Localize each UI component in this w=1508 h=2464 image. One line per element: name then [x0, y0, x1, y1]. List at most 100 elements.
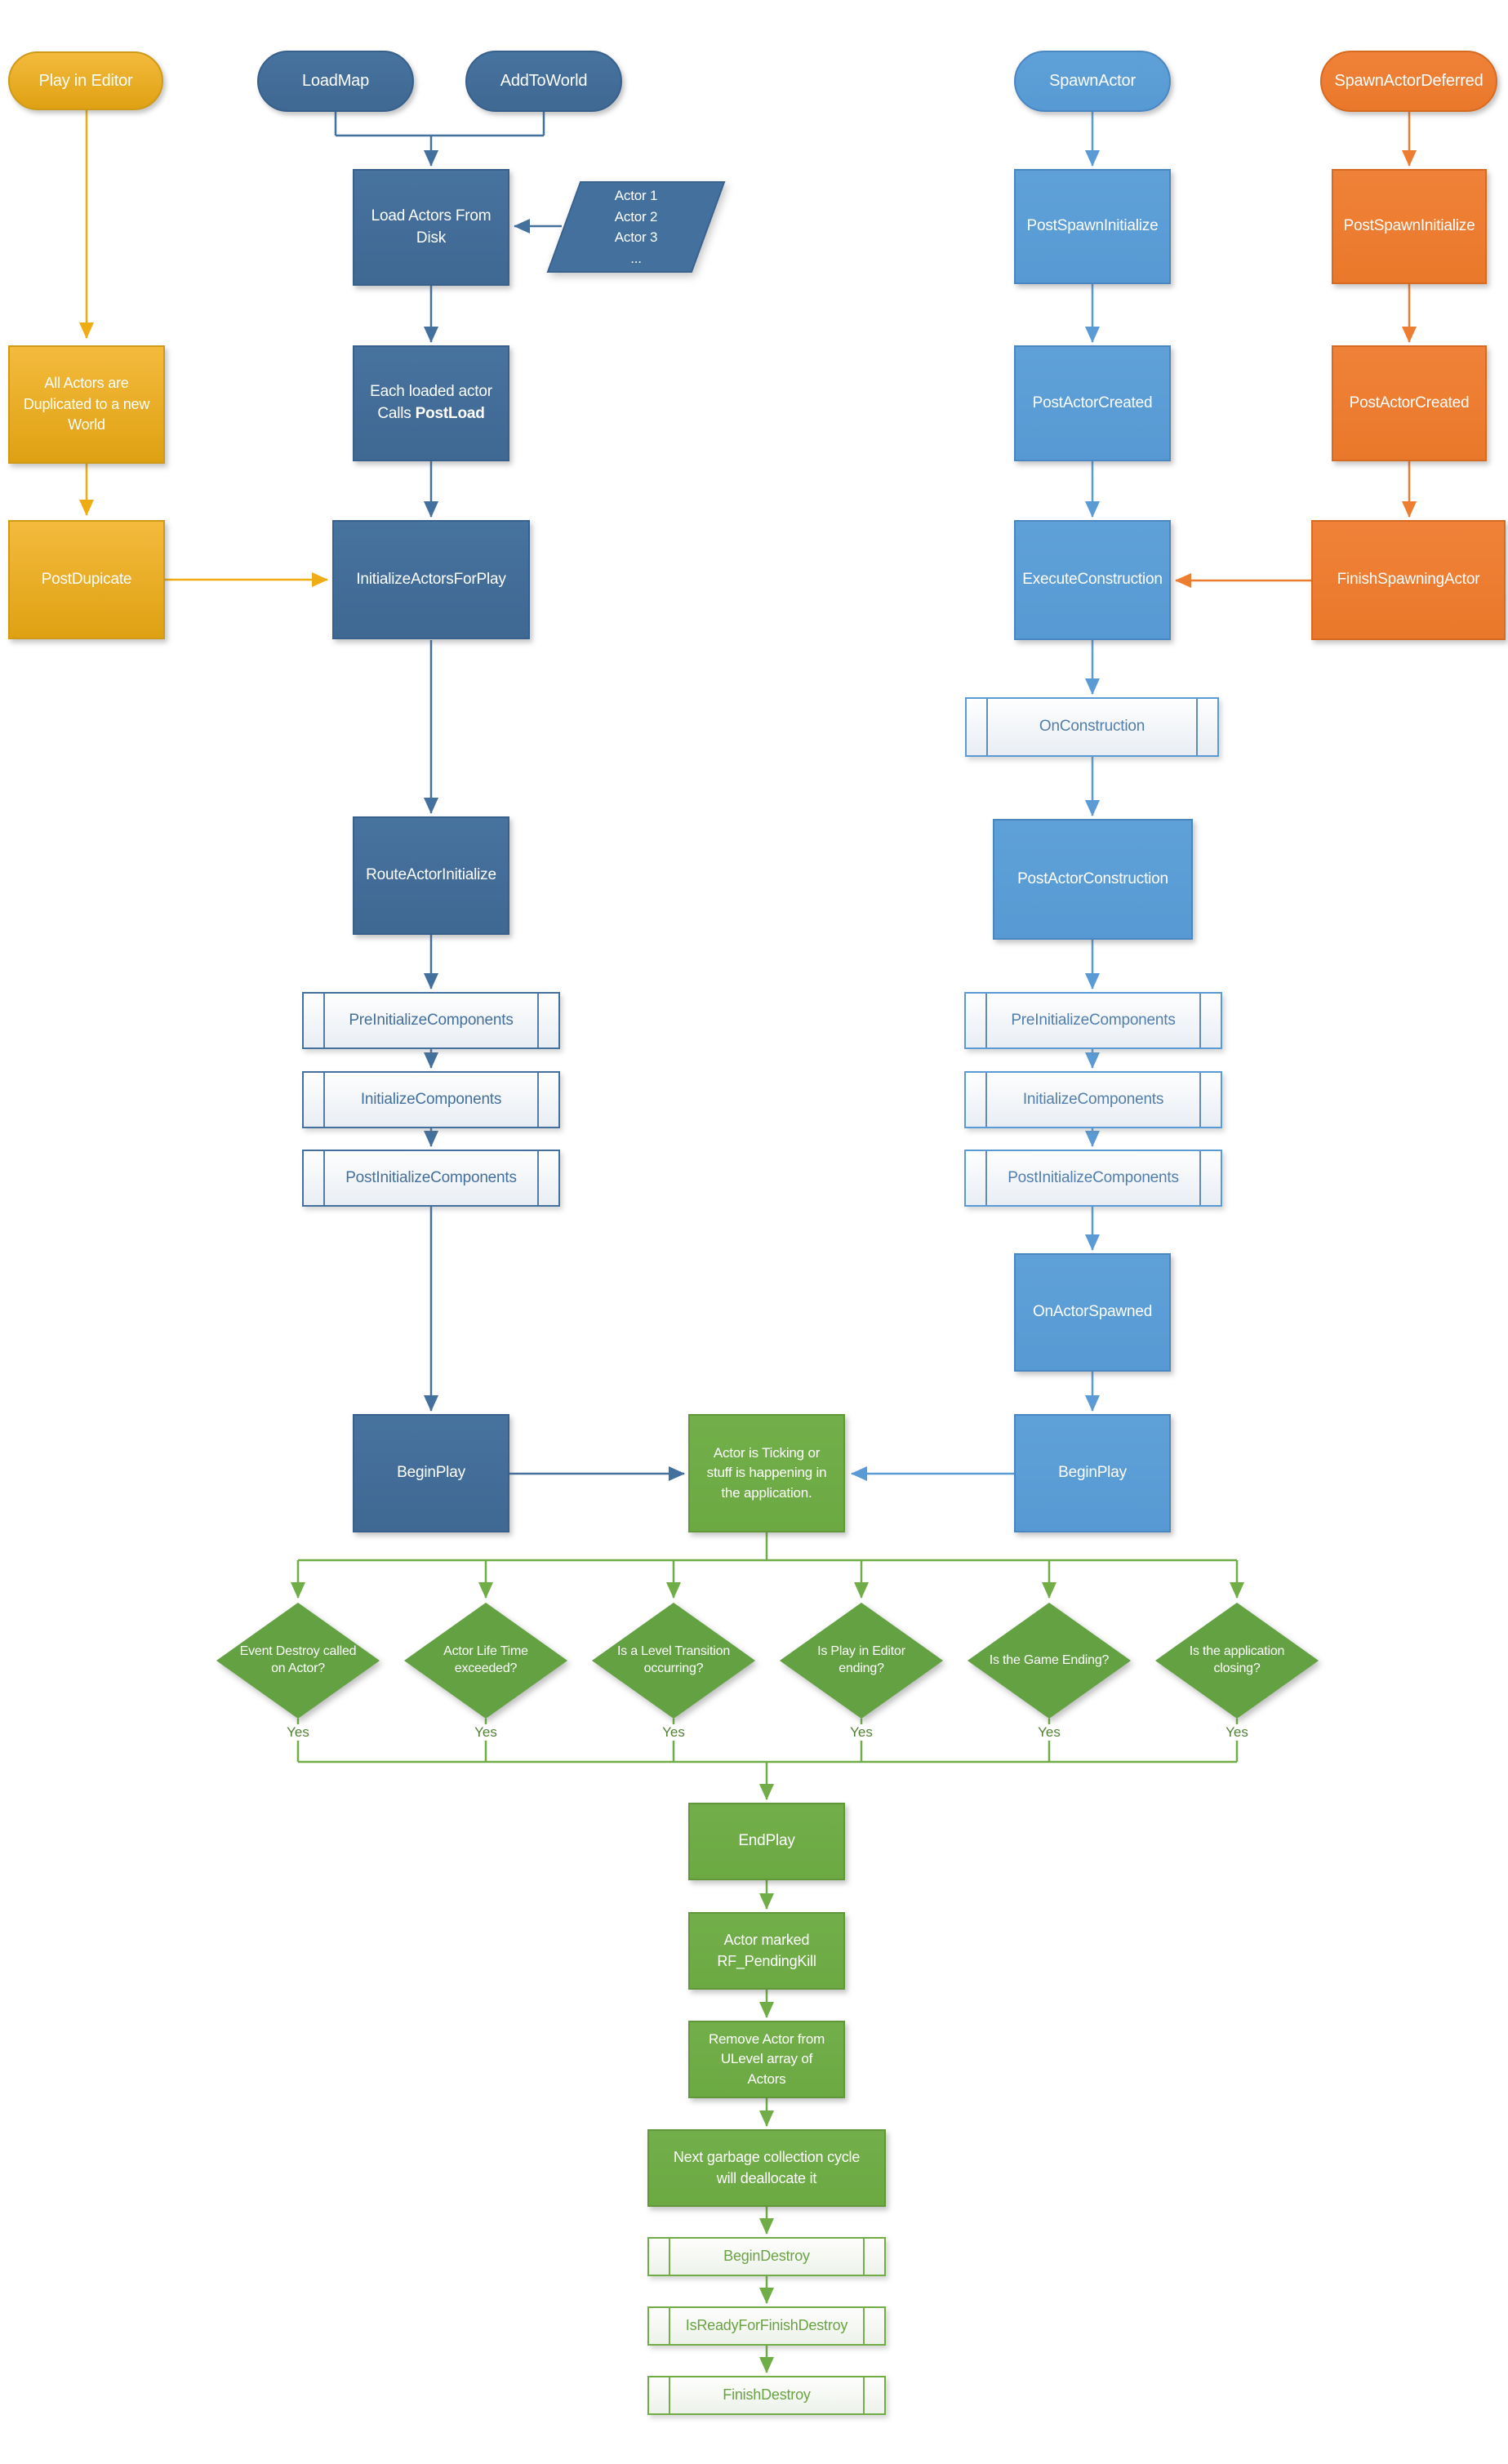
garbage-collection-label: Next garbage collection cycle will deall… [673, 2148, 861, 2186]
decision-pie-ending-label: Is Play in Editor ending? [817, 1644, 905, 1675]
remove-actor-from-ulevel-label: Remove Actor from ULevel array of Actors [708, 2031, 825, 2087]
begin-destroy-label: BeginDestroy [723, 2248, 810, 2265]
pre-initialize-components-left-label: PreInitializeComponents [349, 1011, 514, 1029]
garbage-collection-box: Next garbage collection cycle will deall… [647, 2129, 886, 2207]
play-in-editor-label: Play in Editor [38, 71, 133, 90]
post-initialize-components-left-label: PostInitializeComponents [345, 1168, 517, 1186]
each-loaded-actor-box: Each loaded actor Calls PostLoad [353, 345, 509, 461]
each-loaded-actor-line2: Calls PostLoad [377, 403, 484, 425]
actor-list-line: Actor 2 [614, 208, 658, 225]
post-initialize-components-right-subroutine: PostInitializeComponents [964, 1150, 1222, 1207]
post-initialize-components-right-label: PostInitializeComponents [1008, 1168, 1179, 1186]
pre-initialize-components-left-subroutine: PreInitializeComponents [302, 992, 560, 1049]
post-spawn-initialize-orange-box: PostSpawnInitialize [1332, 169, 1487, 284]
post-actor-created-blue-label: PostActorCreated [1032, 394, 1153, 411]
is-ready-for-finish-destroy-subroutine: IsReadyForFinishDestroy [647, 2306, 886, 2346]
pre-initialize-components-right-label: PreInitializeComponents [1011, 1011, 1176, 1029]
post-dupicate-label: PostDupicate [41, 570, 132, 588]
actor-list-parallelogram: Actor 1 Actor 2 Actor 3 ... [545, 181, 727, 273]
decision-life-time-exceeded: Actor Life Time exceeded? [404, 1603, 567, 1719]
execute-construction-box: ExecuteConstruction [1014, 520, 1171, 640]
begin-destroy-subroutine: BeginDestroy [647, 2237, 886, 2276]
decision-application-closing: Is the application closing? [1155, 1603, 1319, 1719]
finish-spawning-actor-label: FinishSpawningActor [1337, 571, 1480, 589]
decision-pie-ending: Is Play in Editor ending? [780, 1603, 943, 1719]
yes-label: Yes [659, 1724, 688, 1741]
route-actor-initialize-box: RouteActorInitialize [353, 816, 509, 935]
decision-level-transition: Is a Level Transition occurring? [592, 1603, 755, 1719]
begin-play-left-label: BeginPlay [397, 1464, 465, 1482]
decision-event-destroy-label: Event Destroy called on Actor? [239, 1644, 357, 1675]
route-actor-initialize-label: RouteActorInitialize [366, 866, 496, 884]
decision-game-ending: Is the Game Ending? [968, 1603, 1131, 1719]
load-map-pill: LoadMap [257, 51, 414, 112]
actor-list-line: Actor 1 [614, 188, 658, 203]
post-actor-construction-label: PostActorConstruction [1017, 870, 1168, 887]
initialize-components-right-label: InitializeComponents [1022, 1090, 1164, 1108]
spawn-actor-deferred-label: SpawnActorDeferred [1334, 72, 1484, 91]
on-construction-label: OnConstruction [1039, 718, 1145, 736]
execute-construction-label: ExecuteConstruction [1022, 571, 1163, 589]
actor-list-lines: Actor 1 Actor 2 Actor 3 ... [545, 181, 727, 273]
decision-game-ending-label: Is the Game Ending? [989, 1652, 1110, 1667]
load-actors-from-disk-box: Load Actors From Disk [353, 169, 509, 286]
add-to-world-pill: AddToWorld [465, 51, 622, 112]
post-spawn-initialize-orange-label: PostSpawnInitialize [1343, 217, 1475, 235]
initialize-components-left-label: InitializeComponents [360, 1090, 502, 1108]
initialize-actors-for-play-label: InitializeActorsForPlay [356, 570, 506, 588]
remove-actor-from-ulevel-box: Remove Actor from ULevel array of Actors [688, 2021, 845, 2098]
end-play-label: EndPlay [738, 1832, 795, 1850]
post-load-text: PostLoad [415, 405, 485, 422]
yes-label: Yes [283, 1724, 313, 1741]
actor-marked-pending-kill-box: Actor marked RF_PendingKill [688, 1912, 845, 1990]
actor-list-line: Actor 3 [614, 229, 658, 245]
post-dupicate-box: PostDupicate [8, 520, 165, 639]
on-construction-subroutine: OnConstruction [965, 697, 1219, 757]
finish-destroy-label: FinishDestroy [723, 2386, 811, 2404]
initialize-components-left-subroutine: InitializeComponents [302, 1071, 560, 1128]
on-actor-spawned-label: OnActorSpawned [1032, 1303, 1153, 1321]
load-map-label: LoadMap [302, 72, 369, 91]
yes-label: Yes [1222, 1724, 1252, 1741]
actor-ticking-box: Actor is Ticking or stuff is happening i… [688, 1414, 845, 1532]
end-play-box: EndPlay [688, 1803, 845, 1880]
each-loaded-actor-text: Each loaded actor Calls PostLoad [370, 381, 492, 425]
decision-level-transition-label: Is a Level Transition occurring? [616, 1644, 731, 1675]
spawn-actor-label: SpawnActor [1049, 72, 1136, 91]
initialize-actors-for-play-box: InitializeActorsForPlay [332, 520, 530, 639]
post-spawn-initialize-blue-box: PostSpawnInitialize [1014, 169, 1171, 284]
post-initialize-components-left-subroutine: PostInitializeComponents [302, 1150, 560, 1207]
post-actor-created-blue-box: PostActorCreated [1014, 345, 1171, 461]
post-actor-construction-box: PostActorConstruction [993, 819, 1193, 940]
yes-label: Yes [1034, 1724, 1064, 1741]
decision-life-time-exceeded-label: Actor Life Time exceeded? [443, 1644, 528, 1675]
yes-label: Yes [847, 1724, 876, 1741]
spawn-actor-deferred-pill: SpawnActorDeferred [1320, 51, 1497, 112]
begin-play-left-box: BeginPlay [353, 1414, 509, 1532]
post-actor-created-orange-box: PostActorCreated [1332, 345, 1487, 461]
post-spawn-initialize-blue-label: PostSpawnInitialize [1026, 217, 1159, 235]
yes-label: Yes [471, 1724, 500, 1741]
add-to-world-label: AddToWorld [500, 72, 588, 91]
play-in-editor-pill: Play in Editor [8, 51, 163, 110]
actor-marked-pending-kill-label: Actor marked RF_PendingKill [717, 1931, 816, 1969]
pre-initialize-components-right-subroutine: PreInitializeComponents [964, 992, 1222, 1049]
actor-list-line: ... [630, 250, 642, 266]
is-ready-for-finish-destroy-label: IsReadyForFinishDestroy [685, 2317, 848, 2334]
begin-play-right-label: BeginPlay [1058, 1464, 1127, 1482]
all-actors-duplicated-box: All Actors are Duplicated to a new World [8, 345, 165, 464]
each-loaded-actor-line1: Each loaded actor [370, 383, 492, 401]
decision-application-closing-label: Is the application closing? [1189, 1644, 1285, 1675]
load-actors-from-disk-label: Load Actors From Disk [371, 207, 492, 247]
all-actors-duplicated-label: All Actors are Duplicated to a new World [23, 375, 150, 434]
initialize-components-right-subroutine: InitializeComponents [964, 1071, 1222, 1128]
finish-spawning-actor-box: FinishSpawningActor [1311, 520, 1506, 640]
calls-text: Calls [377, 405, 411, 422]
decision-event-destroy: Event Destroy called on Actor? [216, 1603, 380, 1719]
post-actor-created-orange-label: PostActorCreated [1349, 394, 1470, 411]
on-actor-spawned-box: OnActorSpawned [1014, 1253, 1171, 1372]
begin-play-right-box: BeginPlay [1014, 1414, 1171, 1532]
finish-destroy-subroutine: FinishDestroy [647, 2376, 886, 2415]
